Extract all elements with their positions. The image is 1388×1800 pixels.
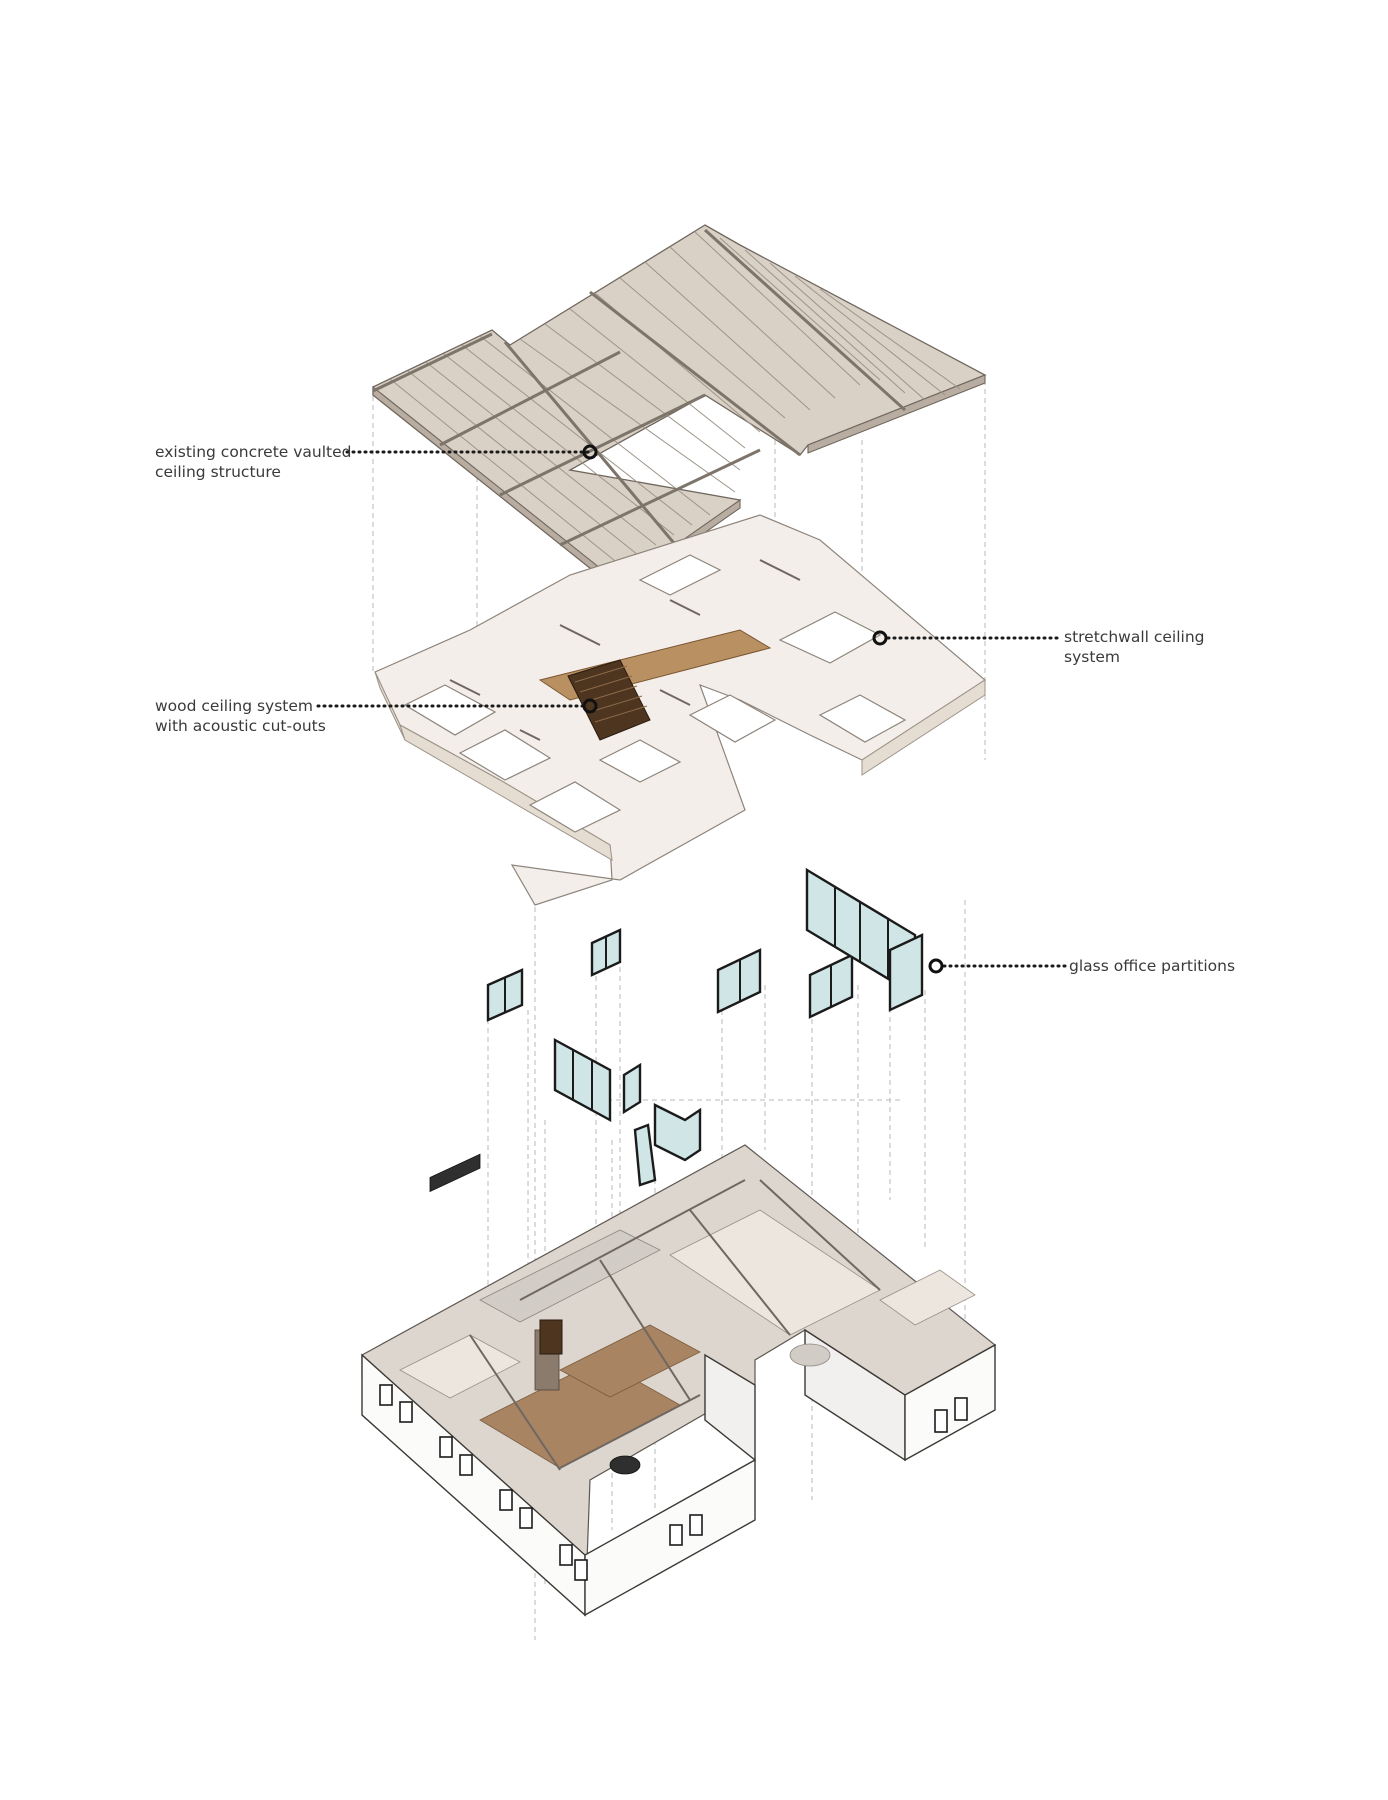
- glass-panel-j: [633, 1123, 657, 1187]
- glass-panel-f: [888, 933, 924, 1012]
- window-row-right: [669, 1397, 968, 1546]
- stretchwall-panel-4: [688, 694, 777, 743]
- meeting-room-floor: [399, 1334, 521, 1399]
- label-stretchwall-line2: system: [1064, 648, 1121, 666]
- stretchwall-panel-8: [598, 739, 682, 783]
- label-stretchwall-ceiling: stretchwall ceiling system: [1064, 627, 1205, 667]
- glass-panel-h: [622, 1062, 642, 1115]
- wood-ceiling-marker: [582, 698, 598, 714]
- concrete-vaulted-ceiling: [372, 224, 987, 594]
- glass-panel-i: [653, 1103, 702, 1162]
- glass-partition-marker: [928, 958, 944, 974]
- stretchwall-panel-5: [778, 611, 882, 664]
- window-row-left: [379, 1384, 588, 1581]
- stretchwall-panel-6: [818, 694, 907, 743]
- kitchen-floor: [559, 1324, 701, 1398]
- glass-panel-g: [553, 1037, 612, 1123]
- label-concrete-vaulted-ceiling: existing concrete vaulted ceiling struct…: [155, 442, 352, 482]
- corner-office-floor: [879, 1269, 976, 1326]
- stretchwall-panel-1: [403, 684, 497, 736]
- label-concrete-line1: existing concrete vaulted: [155, 443, 352, 461]
- label-wood-line1: wood ceiling system: [155, 697, 314, 715]
- label-stretchwall-line1: stretchwall ceiling: [1064, 628, 1205, 646]
- round-table: [609, 1455, 641, 1475]
- stretchwall-panel-7: [638, 554, 722, 596]
- stretchwall-panel-3: [528, 781, 622, 833]
- label-glass-line1: glass office partitions: [1069, 957, 1236, 975]
- annotation-leaders: [316, 444, 1069, 974]
- label-concrete-line2: ceiling structure: [155, 463, 281, 481]
- label-wood-line2: with acoustic cut-outs: [155, 717, 326, 735]
- glass-partitions-layer: [486, 867, 924, 1187]
- stretchwall-panel-2: [458, 729, 552, 781]
- corridor-floor: [479, 1229, 661, 1323]
- floor-plan-layer: [361, 1144, 997, 1617]
- acoustic-cutout-zone: [567, 659, 651, 741]
- vault-marker: [582, 444, 598, 460]
- stretchwall-marker: [872, 630, 888, 646]
- label-wood-ceiling: wood ceiling system with acoustic cut-ou…: [155, 696, 326, 736]
- ceiling-systems-layer: [374, 514, 987, 906]
- label-glass-partitions: glass office partitions: [1069, 956, 1235, 976]
